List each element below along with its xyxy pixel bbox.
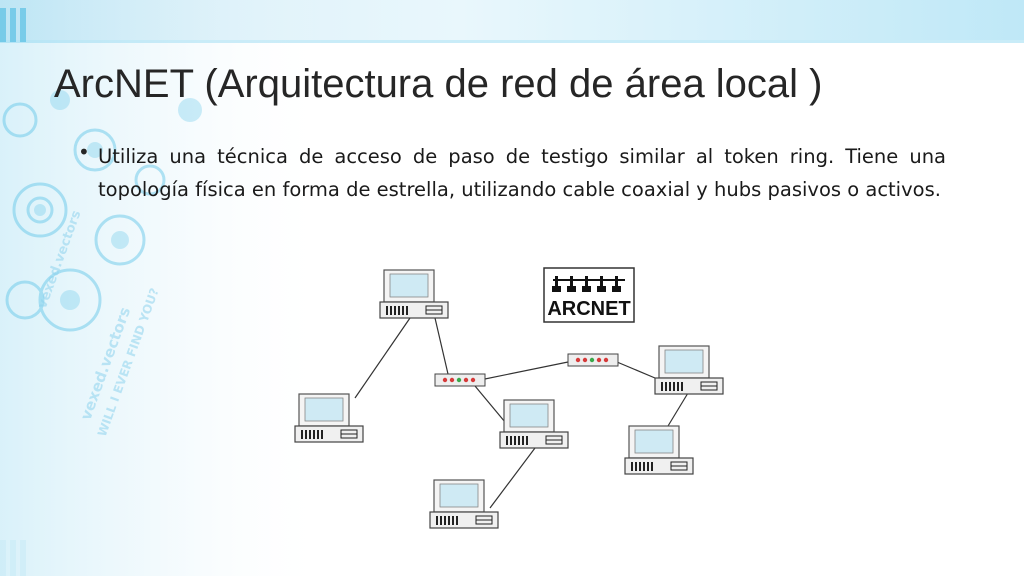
background-pattern: vexed.vectors WILL I EVER FIND YOU? vexe… <box>0 0 330 576</box>
computer-top <box>379 269 449 319</box>
top-accent-line <box>0 40 1024 43</box>
arcnet-logo-text: ARCNET <box>547 298 630 320</box>
computer-center <box>499 399 569 449</box>
arcnet-logo: ARCNET <box>543 267 635 323</box>
passive-hub <box>567 353 619 367</box>
computer-bottom <box>429 479 499 529</box>
bullet-text: Utiliza una técnica de acceso de paso de… <box>98 145 946 201</box>
computer-right-lower <box>624 425 694 475</box>
bullet-icon: • <box>78 140 90 164</box>
slide-title: ArcNET (Arquitectura de red de área loca… <box>54 62 823 106</box>
arcnet-diagram: ARCNET <box>294 267 724 529</box>
active-hub <box>434 373 486 387</box>
computer-left <box>294 393 364 443</box>
computer-right-upper <box>654 345 724 395</box>
